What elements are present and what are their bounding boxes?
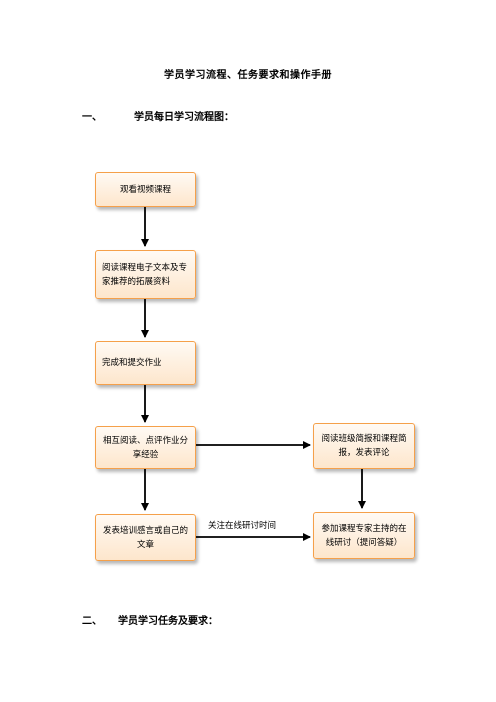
node-read-materials-label: 阅读课程电子文本及专家推荐的拓展资料 <box>102 262 188 287</box>
node-watch-video: 观看视频课程 <box>95 172 196 207</box>
node-peer-review-label: 相互阅读、点评作业分享经验 <box>102 435 188 460</box>
node-submit-homework: 完成和提交作业 <box>95 341 196 385</box>
node-post-reflection: 发表培训感言或自己的文章 <box>95 514 196 561</box>
node-online-seminar: 参加课程专家主持的在线研讨（提问答疑） <box>313 512 415 559</box>
node-online-seminar-label: 参加课程专家主持的在线研讨（提问答疑） <box>321 523 407 548</box>
node-watch-video-label: 观看视频课程 <box>119 184 171 195</box>
edge-label-follow-seminar-time: 关注在线研讨时间 <box>208 521 277 531</box>
node-read-materials: 阅读课程电子文本及专家推荐的拓展资料 <box>95 250 196 299</box>
node-read-bulletin-label: 阅读班级简报和课程简报，发表评论 <box>321 434 407 458</box>
node-submit-homework-label: 完成和提交作业 <box>102 358 162 368</box>
node-post-reflection-label: 发表培训感言或自己的文章 <box>102 525 188 550</box>
node-read-bulletin: 阅读班级简报和课程简报，发表评论 <box>313 423 415 469</box>
section-1-heading: 学员每日学习流程图： <box>134 112 234 123</box>
section-1-number: 一、 <box>82 112 102 123</box>
section-2-number: 二、 <box>82 616 102 627</box>
node-peer-review: 相互阅读、点评作业分享经验 <box>95 426 196 469</box>
document-title: 学员学习流程、任务要求和操作手册 <box>164 70 332 81</box>
section-2-heading: 学员学习任务及要求： <box>118 616 218 627</box>
